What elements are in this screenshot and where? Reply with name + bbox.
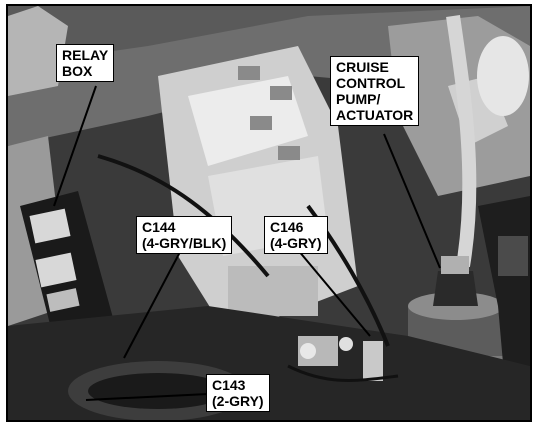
leader-c143: [85, 393, 209, 401]
leader-c144: [123, 251, 181, 359]
callout-c144: C144 (4-GRY/BLK): [136, 216, 233, 254]
leader-relay-box: [53, 85, 97, 207]
callout-relay-box: RELAY BOX: [56, 44, 115, 82]
leader-c146: [297, 249, 371, 337]
callout-cruise-control-pump-actuator: CRUISE CONTROL PUMP/ ACTUATOR: [330, 56, 420, 126]
engine-bay-photo-frame: RELAY BOX CRUISE CONTROL PUMP/ ACTUATOR …: [6, 4, 532, 422]
engine-bay-photo: [8, 6, 530, 420]
leader-cruise-actuator: [383, 133, 441, 269]
callout-c143: C143 (2-GRY): [206, 374, 270, 412]
callout-c146: C146 (4-GRY): [264, 216, 328, 254]
